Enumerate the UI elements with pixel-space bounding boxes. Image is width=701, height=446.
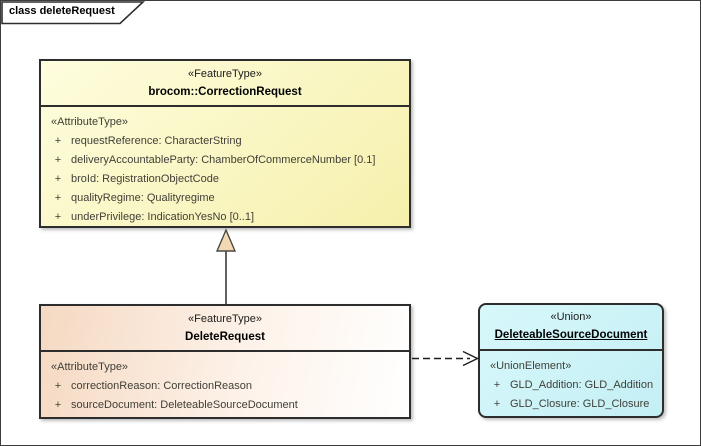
generalization-connector[interactable] [215, 228, 237, 304]
class-stereotype: «Union» [550, 311, 592, 323]
class-name: DeleteRequest [185, 331, 265, 343]
class-correction-request[interactable]: «FeatureType» brocom::CorrectionRequest … [39, 59, 411, 228]
attribute-row: + requestReference: CharacterString [45, 132, 405, 151]
attribute-row: + deliveryAccountableParty: ChamberOfCom… [45, 151, 405, 170]
attribute-row: + GLD_Closure: GLD_Closure [484, 395, 658, 414]
frame-tab-label: class deleteRequest [9, 5, 115, 17]
visibility-marker: + [54, 135, 62, 147]
visibility-marker: + [54, 399, 62, 411]
visibility-marker: + [493, 398, 501, 410]
attribute-section-stereotype: «AttributeType» [51, 116, 129, 128]
class-header: «FeatureType» brocom::CorrectionRequest [41, 61, 409, 107]
class-name: DeleteableSourceDocument [494, 329, 648, 341]
attribute-text: correctionReason: CorrectionReason [71, 380, 252, 392]
attribute-text: qualityRegime: Qualityregime [71, 192, 215, 204]
class-stereotype: «FeatureType» [188, 313, 262, 325]
attribute-text: GLD_Addition: GLD_Addition [510, 379, 654, 391]
class-deleteable-source-document[interactable]: «Union» DeleteableSourceDocument «UnionE… [478, 303, 664, 418]
attribute-text: underPrivilege: IndicationYesNo [0..1] [71, 211, 255, 223]
frame-tab-shape [1, 1, 146, 25]
visibility-marker: + [54, 380, 62, 392]
attribute-compartment: «AttributeType» + correctionReason: Corr… [41, 352, 409, 415]
frame-tab [1, 1, 146, 25]
attribute-row: + GLD_Addition: GLD_Addition [484, 376, 658, 395]
visibility-marker: + [493, 379, 501, 391]
attribute-row: + correctionReason: CorrectionReason [45, 377, 405, 396]
class-stereotype: «FeatureType» [188, 68, 262, 80]
attribute-text: requestReference: CharacterString [71, 135, 242, 147]
class-header: «Union» DeleteableSourceDocument [480, 305, 662, 351]
attribute-row: + underPrivilege: IndicationYesNo [0..1] [45, 208, 405, 227]
dependency-connector[interactable] [412, 350, 480, 367]
attribute-compartment: «AttributeType» + requestReference: Char… [41, 107, 409, 227]
attribute-section-stereotype: «AttributeType» [51, 361, 129, 373]
visibility-marker: + [54, 154, 62, 166]
attribute-row: + broId: RegistrationObjectCode [45, 170, 405, 189]
attribute-text: GLD_Closure: GLD_Closure [510, 398, 650, 410]
attribute-text: deliveryAccountableParty: ChamberOfComme… [71, 154, 376, 166]
attribute-text: broId: RegistrationObjectCode [71, 173, 219, 185]
attribute-row: + sourceDocument: DeleteableSourceDocume… [45, 396, 405, 415]
class-header: «FeatureType» DeleteRequest [41, 306, 409, 352]
visibility-marker: + [54, 192, 62, 204]
visibility-marker: + [54, 173, 62, 185]
generalization-arrowhead [215, 228, 237, 252]
attribute-section-stereotype: «UnionElement» [490, 360, 572, 372]
class-name: brocom::CorrectionRequest [148, 86, 302, 98]
visibility-marker: + [54, 211, 62, 223]
attribute-row: + qualityRegime: Qualityregime [45, 189, 405, 208]
attribute-compartment: «UnionElement» + GLD_Addition: GLD_Addit… [480, 351, 662, 414]
open-arrowhead [462, 350, 480, 367]
attribute-text: sourceDocument: DeleteableSourceDocument [71, 399, 298, 411]
class-delete-request[interactable]: «FeatureType» DeleteRequest «AttributeTy… [39, 304, 411, 419]
